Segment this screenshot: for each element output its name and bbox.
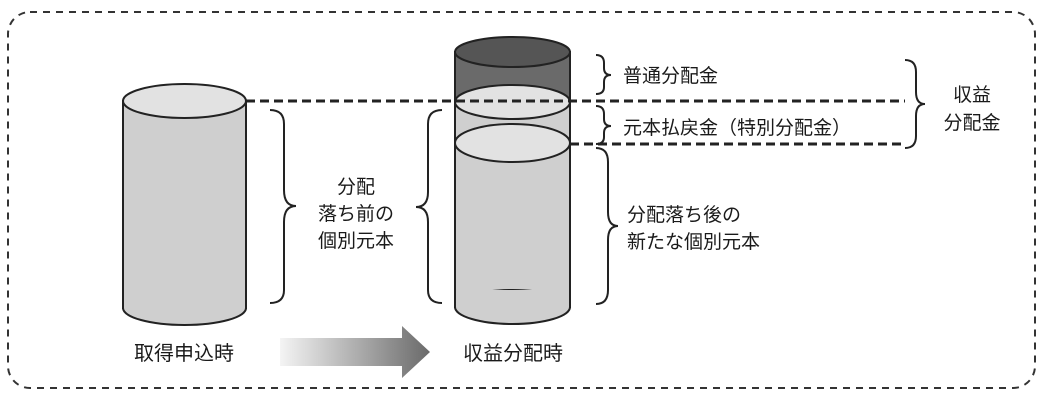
gradient-right-arrow-icon	[280, 326, 430, 378]
income-distribution-label-line-1: 収益	[953, 84, 991, 106]
ordinary-distribution-label: 普通分配金	[623, 65, 718, 87]
new-principal-label-line-1: 分配落ち後の	[627, 204, 741, 226]
left-principal-label-line-2: 落ち前の	[318, 203, 394, 225]
right-principal-brace	[415, 109, 443, 304]
left-principal-label-line-1: 分配	[337, 176, 375, 198]
income-distribution-brace	[904, 59, 926, 149]
principal-refund-brace	[595, 105, 612, 145]
left-cylinder-top	[122, 83, 247, 119]
new-principal-brace	[595, 147, 619, 305]
income-distribution-label-line-2: 分配金	[943, 112, 1000, 134]
left-cylinder	[122, 83, 247, 326]
left-principal-label-line-3: 個別元本	[318, 230, 394, 252]
principal-refund-label: 元本払戻金（特別分配金）	[623, 117, 851, 139]
left-principal-brace	[269, 109, 297, 304]
ordinary-distribution-brace	[595, 54, 612, 95]
new-principal-label-line-2: 新たな個別元本	[627, 231, 760, 253]
left-cylinder-caption: 取得申込時	[134, 341, 234, 365]
left-cylinder-body	[122, 100, 247, 309]
new-principal-level-ellipse	[454, 123, 571, 163]
dashed-frame	[7, 11, 1036, 389]
right-cylinder-caption: 収益分配時	[463, 341, 563, 365]
right-cylinder	[454, 36, 571, 325]
